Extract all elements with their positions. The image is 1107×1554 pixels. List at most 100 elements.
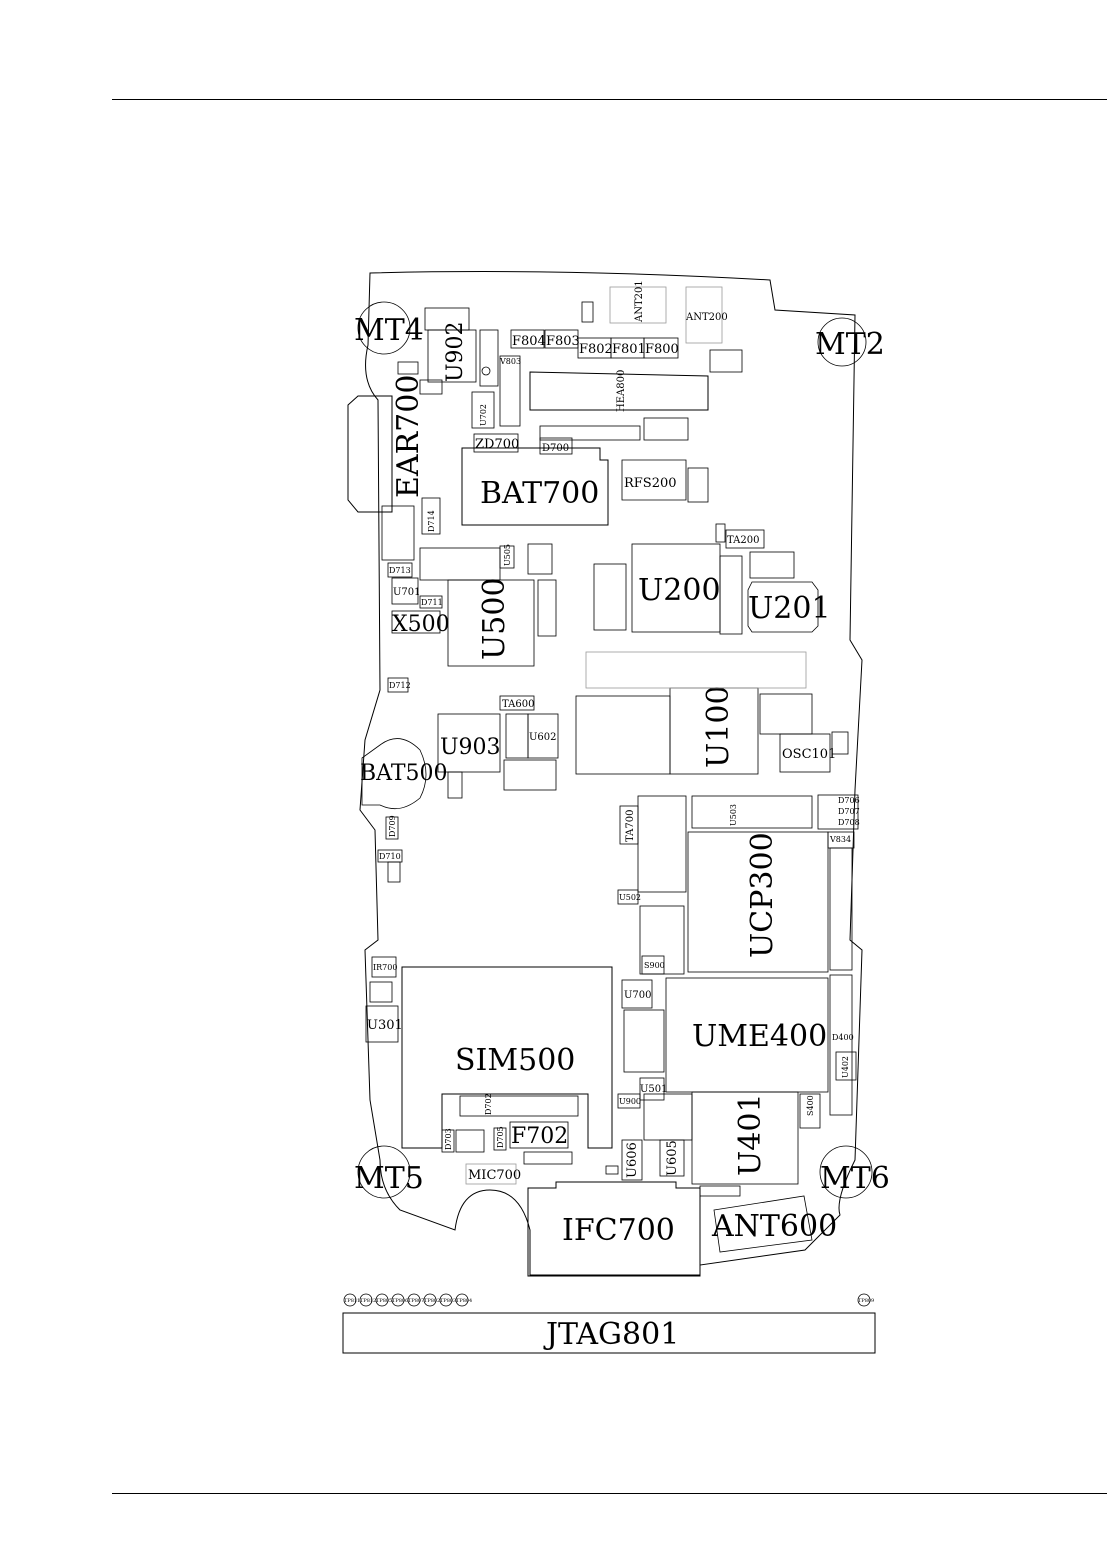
f800-box xyxy=(643,337,679,359)
testpoint-2: TP812 xyxy=(360,1298,376,1304)
mt5-label: MT5 xyxy=(354,1161,424,1196)
v803-column xyxy=(499,355,521,427)
passives-top-ucp xyxy=(691,795,813,829)
d709-label: D709 xyxy=(388,815,397,837)
u501-label: U501 xyxy=(640,1084,668,1095)
s400-box xyxy=(799,1093,821,1129)
x500-label: X500 xyxy=(392,612,450,637)
u605-label: U605 xyxy=(665,1140,680,1176)
u503-label: U503 xyxy=(729,804,738,826)
ear700-outline xyxy=(347,395,393,513)
ant600-label: ANT600 xyxy=(711,1209,837,1244)
d713-label: D713 xyxy=(389,566,411,575)
u702-box xyxy=(471,391,495,429)
f804-label: F804 xyxy=(512,334,546,349)
ir700-label: IR700 xyxy=(373,963,397,972)
u902-label: U902 xyxy=(443,321,468,382)
pads-below-u602 xyxy=(503,759,557,791)
u502-box xyxy=(617,889,639,905)
f800-label: F800 xyxy=(645,342,679,357)
pin-row-d700 xyxy=(539,425,641,441)
mount-hole-mt2: MT2 xyxy=(815,317,885,367)
u903-label: U903 xyxy=(440,735,501,760)
ta200-label: TA200 xyxy=(727,535,759,546)
testpoint-7: TP803 xyxy=(440,1298,456,1304)
ifc700-label: IFC700 xyxy=(562,1213,675,1248)
passives-left-u100 xyxy=(575,695,671,775)
d705-label: D705 xyxy=(496,1126,505,1148)
d706-label: D706 xyxy=(838,796,860,805)
u505-box xyxy=(499,545,515,569)
footer-rule xyxy=(112,1493,1107,1494)
testpoint-8: TP804 xyxy=(456,1298,472,1304)
f702-box xyxy=(509,1121,569,1149)
u902-side-pads xyxy=(479,329,499,387)
s900-label: S900 xyxy=(644,961,665,970)
ta600-label: TA600 xyxy=(502,699,534,710)
d714-box xyxy=(421,497,441,535)
zd700-box xyxy=(473,433,519,453)
d710-pad xyxy=(387,861,401,883)
pad-stack-left xyxy=(381,505,415,561)
mt4-label: MT4 xyxy=(354,313,424,348)
d712-label: D712 xyxy=(389,681,411,690)
d709-box xyxy=(385,816,399,840)
d714-label: D714 xyxy=(427,510,436,532)
mt2-label: MT2 xyxy=(815,327,885,362)
ir700-pad xyxy=(369,981,393,1003)
d711-box xyxy=(419,595,443,609)
mic700-label: MIC700 xyxy=(468,1168,521,1183)
f801-label: F801 xyxy=(612,342,646,357)
s900-box xyxy=(641,955,665,975)
ucp300-box xyxy=(687,831,829,973)
pads-right-ucp xyxy=(829,847,853,971)
u606-box xyxy=(621,1139,643,1181)
ant600-outline xyxy=(713,1195,813,1253)
u701-label: U701 xyxy=(393,587,421,598)
u100-label: U100 xyxy=(701,685,736,768)
testpoint-5: TP807 xyxy=(408,1298,424,1304)
ta600-box xyxy=(499,695,535,711)
mount-hole-mt6: MT6 xyxy=(819,1145,890,1199)
pads-right-hea xyxy=(709,349,743,373)
mt6-label: MT6 xyxy=(820,1161,890,1196)
mount-hole-mt4: MT4 xyxy=(354,301,424,355)
ear700-label: EAR700 xyxy=(391,375,426,498)
d703-box xyxy=(441,1129,455,1153)
passives-right-u100 xyxy=(759,693,813,735)
f802-label: F802 xyxy=(579,342,613,357)
bat700-label: BAT700 xyxy=(480,476,599,511)
ant201-label: ANT201 xyxy=(634,280,645,323)
u902-box xyxy=(427,329,477,383)
pad-row-mic xyxy=(523,1151,573,1165)
sim500-outline xyxy=(401,966,613,1149)
v803-label: V803 xyxy=(499,357,521,366)
pad-sim-bottom xyxy=(455,1129,485,1153)
passives-left-ume xyxy=(623,1009,665,1073)
hea800-label: HEA800 xyxy=(616,370,627,412)
u402-box xyxy=(835,1051,857,1081)
pads-right-ume xyxy=(829,974,853,1116)
ant200-label: ANT200 xyxy=(685,312,728,323)
d710-label: D710 xyxy=(379,852,401,861)
pad-ifc-top xyxy=(605,1165,619,1175)
ant201-outline xyxy=(609,286,667,324)
ta200-side xyxy=(715,523,726,543)
rfs200-label: RFS200 xyxy=(624,476,677,491)
pad-right-osc xyxy=(831,731,849,755)
pad-near-u902-b xyxy=(419,379,443,395)
u900-box xyxy=(617,1093,641,1109)
s400-label: S400 xyxy=(806,1095,815,1116)
pads-right-u200 xyxy=(719,555,743,635)
u500-label: U500 xyxy=(477,577,512,660)
u602-left-pads xyxy=(505,713,529,759)
f803-label: F803 xyxy=(546,334,580,349)
u903-box xyxy=(437,713,501,773)
v834-label: V834 xyxy=(829,835,851,844)
d705-box xyxy=(493,1127,507,1151)
d706-d708-stack xyxy=(817,794,859,830)
osc101-label: OSC101 xyxy=(782,747,836,762)
d708-label: D708 xyxy=(838,818,860,827)
testpoint-6: TP802 xyxy=(424,1298,440,1304)
ume400-label: UME400 xyxy=(692,1019,827,1054)
